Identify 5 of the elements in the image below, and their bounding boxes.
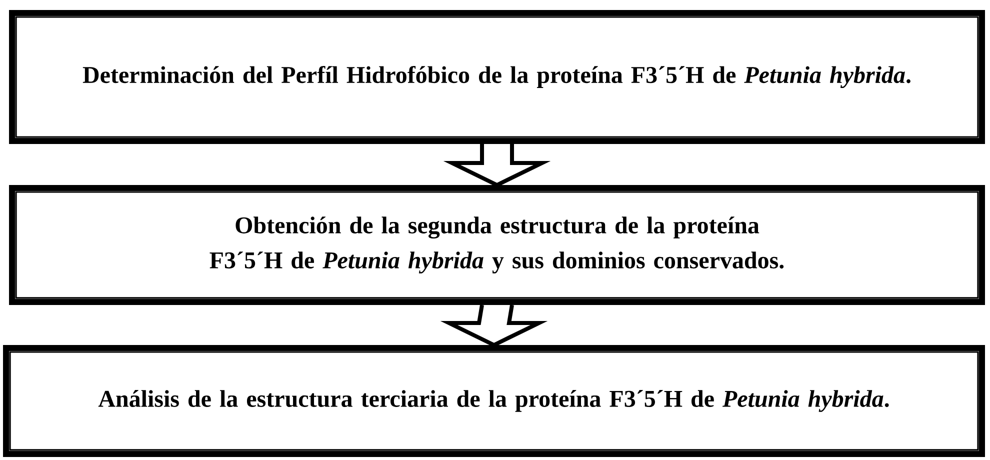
process-box: Análisis de la estructura terciaria de la proteína F3´5´H de Petunia hybrida.: [3, 344, 985, 457]
process-box: Obtención de la segunda estructura de la proteína F3´5´H de Petunia hybrida y sus dominios conservados.: [9, 185, 985, 305]
block-arrow: [443, 142, 551, 188]
block-arrow: [440, 302, 548, 348]
process-box: Determinación del Perfíl Hidrofóbico de la proteína F3´5´H de Petunia hybrida.: [9, 10, 985, 144]
